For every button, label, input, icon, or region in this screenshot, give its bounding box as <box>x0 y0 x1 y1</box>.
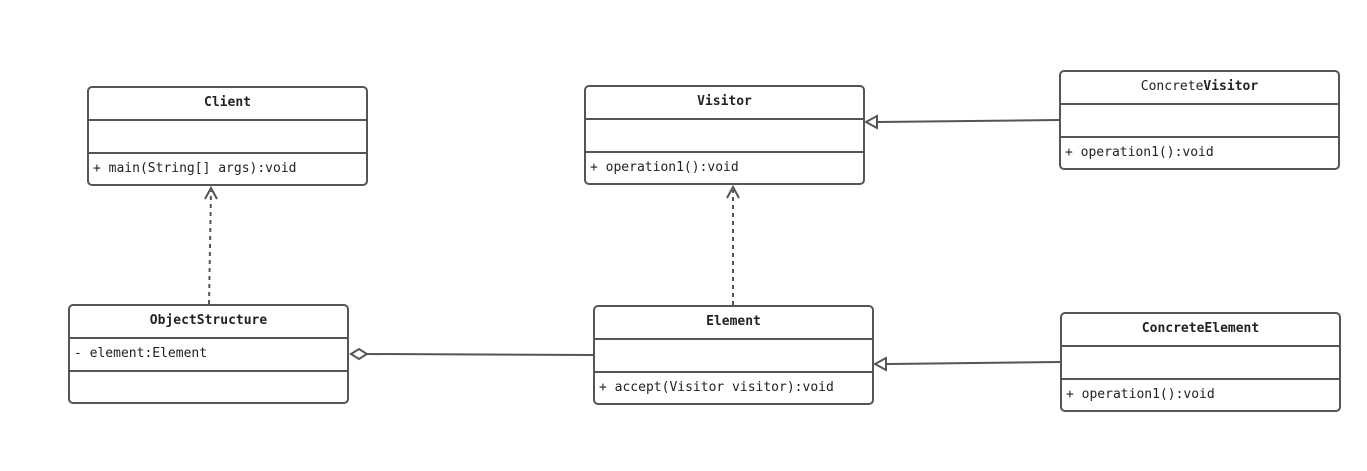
aggregation-objectstructure-element[interactable] <box>349 347 594 361</box>
generalization-concreteelement-to-element[interactable] <box>872 356 1061 372</box>
class-element-name: Element <box>595 307 872 340</box>
class-visitor[interactable]: Visitor + operation1():void <box>584 85 865 185</box>
class-object-structure[interactable]: ObjectStructure - element:Element <box>68 304 349 404</box>
class-visitor-name: Visitor <box>586 87 863 120</box>
class-concrete-element-methods: + operation1():void <box>1066 387 1215 402</box>
class-client-name: Client <box>89 88 366 121</box>
class-concrete-visitor-name-prefix: Concrete <box>1140 79 1204 94</box>
class-visitor-attributes <box>586 120 863 153</box>
class-client-methods: + main(String[] args):void <box>93 161 297 176</box>
class-element[interactable]: Element + accept(Visitor visitor):void <box>593 305 874 405</box>
class-object-structure-attributes: - element:Element <box>70 339 347 372</box>
class-concrete-visitor-name: ConcreteVisitor <box>1061 72 1338 105</box>
class-element-attributes <box>595 340 872 373</box>
class-element-methods: + accept(Visitor visitor):void <box>599 380 834 395</box>
dependency-element-to-visitor[interactable] <box>726 184 740 305</box>
class-client[interactable]: Client + main(String[] args):void <box>87 86 368 186</box>
class-client-attributes <box>89 121 366 154</box>
class-concrete-visitor-name-suffix: Visitor <box>1203 79 1259 94</box>
generalization-concretevisitor-to-visitor[interactable] <box>863 114 1060 130</box>
class-concrete-visitor[interactable]: ConcreteVisitor + operation1():void <box>1059 70 1340 170</box>
class-visitor-methods: + operation1():void <box>590 160 739 175</box>
class-concrete-element-attributes <box>1062 347 1339 380</box>
class-concrete-visitor-attributes <box>1061 105 1338 138</box>
class-concrete-element-name: ConcreteElement <box>1062 314 1339 347</box>
class-object-structure-methods <box>70 372 347 402</box>
dependency-objectstructure-to-client[interactable] <box>204 185 218 305</box>
class-concrete-visitor-methods: + operation1():void <box>1065 145 1214 160</box>
class-object-structure-name: ObjectStructure <box>70 306 347 339</box>
class-concrete-element[interactable]: ConcreteElement + operation1():void <box>1060 312 1341 412</box>
